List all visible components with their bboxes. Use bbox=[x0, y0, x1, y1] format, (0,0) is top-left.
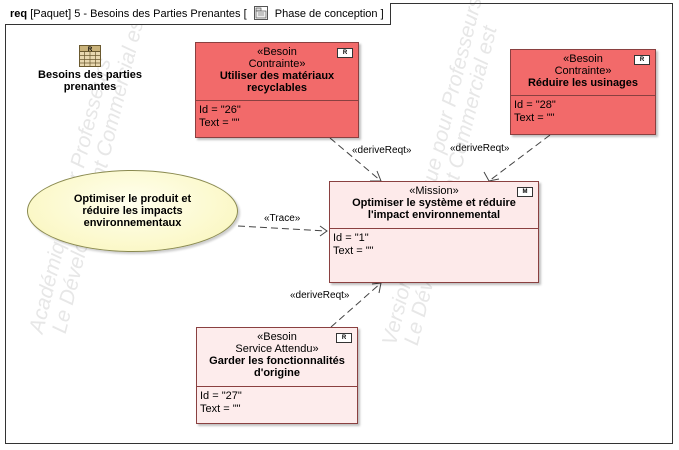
compartment-divider bbox=[511, 95, 655, 96]
requirement-icon: R bbox=[336, 333, 352, 343]
requirement-title: Réduire les usinages bbox=[527, 77, 639, 89]
derive-arrowhead-27 bbox=[371, 282, 382, 294]
requirement-box-28[interactable]: R «Besoin Contrainte» Réduire les usinag… bbox=[510, 49, 656, 135]
mission-box-1[interactable]: M «Mission» Optimiser le système et rédu… bbox=[329, 181, 539, 283]
svg-text:R: R bbox=[88, 47, 93, 53]
derive-arrowhead-28 bbox=[483, 171, 500, 182]
stereotype-line: Contrainte» bbox=[248, 58, 306, 70]
mission-icon: M bbox=[517, 187, 533, 197]
requirement-id: Id = "27" bbox=[200, 390, 242, 402]
diagram-frame-tab: req [Paquet] 5 - Besoins des Parties Pre… bbox=[5, 3, 391, 25]
compartment-divider bbox=[330, 228, 538, 229]
requirement-id: Id = "28" bbox=[514, 99, 556, 111]
trace-arrowhead bbox=[319, 225, 328, 237]
stereotype-line: «Besoin bbox=[257, 46, 297, 58]
stereotype-line: «Mission» bbox=[409, 185, 459, 197]
trace-label: «Trace» bbox=[264, 213, 301, 224]
requirement-id: Id = "26" bbox=[199, 104, 241, 116]
mission-title: Optimiser le système et réduire l'impact… bbox=[352, 197, 516, 221]
trace-connector[interactable] bbox=[237, 225, 328, 232]
compartment-divider bbox=[197, 386, 357, 387]
package-element-label: Besoins des parties prenantes bbox=[38, 69, 142, 93]
derive-label-28: «deriveReqt» bbox=[450, 143, 510, 154]
use-case-label: Optimiser le produit et réduire les impa… bbox=[73, 193, 192, 229]
stereotype-line: «Besoin bbox=[257, 331, 297, 343]
requirement-text: Text = "" bbox=[200, 403, 241, 415]
diagram-context: Phase de conception bbox=[274, 8, 378, 20]
requirement-text: Text = "" bbox=[514, 112, 555, 124]
requirement-box-26[interactable]: R «Besoin Contrainte» Utiliser des matér… bbox=[195, 42, 359, 138]
diagram-name: 5 - Besoins des Parties Prenantes [ bbox=[74, 8, 247, 20]
requirement-table-icon[interactable]: R bbox=[79, 45, 101, 67]
stereotype-line: Service Attendu» bbox=[235, 343, 319, 355]
derive-connector-28[interactable] bbox=[488, 134, 551, 182]
requirement-text: Text = "" bbox=[199, 117, 240, 129]
requirement-icon: R bbox=[337, 48, 353, 58]
requirement-id: Id = "1" bbox=[333, 232, 369, 244]
use-case-ellipse[interactable]: Optimiser le produit et réduire les impa… bbox=[27, 170, 238, 252]
diagram-close-bracket: ] bbox=[380, 8, 384, 20]
package-diagram-icon bbox=[253, 6, 268, 20]
derive-connector-26[interactable] bbox=[329, 137, 382, 182]
diagram-kind: req bbox=[10, 8, 28, 20]
diagram-package: [Paquet] bbox=[30, 8, 72, 20]
stereotype-line: Contrainte» bbox=[554, 65, 612, 77]
derive-connector-27[interactable] bbox=[330, 282, 382, 328]
requirement-title: Garder les fonctionnalités d'origine bbox=[209, 355, 345, 379]
derive-label-27: «deriveReqt» bbox=[290, 290, 350, 301]
requirement-title: Utiliser des matériaux recyclables bbox=[219, 70, 335, 94]
requirement-icon: R bbox=[634, 55, 650, 65]
compartment-divider bbox=[196, 100, 358, 101]
requirement-box-27[interactable]: R «Besoin Service Attendu» Garder les fo… bbox=[196, 327, 358, 424]
requirement-text: Text = "" bbox=[333, 245, 374, 257]
derive-label-26: «deriveReqt» bbox=[352, 145, 412, 156]
stereotype-line: «Besoin bbox=[563, 53, 603, 65]
